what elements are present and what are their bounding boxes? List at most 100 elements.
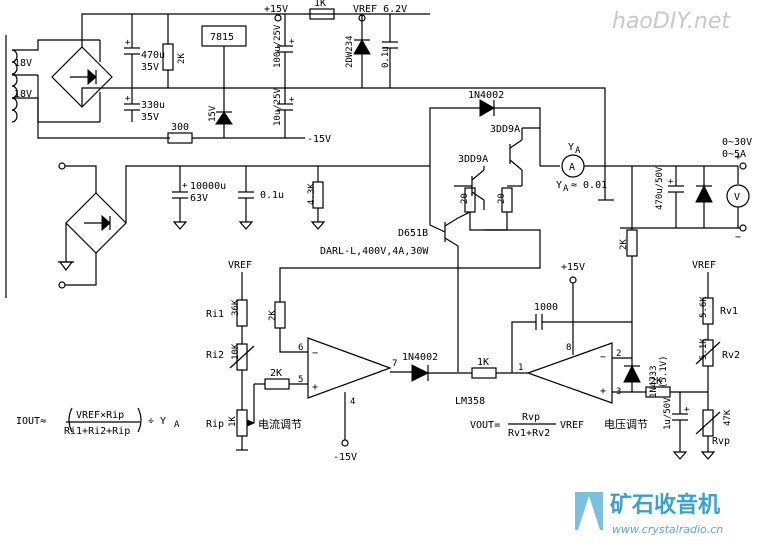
out-cap-470u: + 470u/50V <box>655 166 684 228</box>
svg-text:Rv2: Rv2 <box>722 350 740 361</box>
r-out-1k: 1K <box>471 357 497 379</box>
out-current-label: 0~5A <box>722 149 746 160</box>
svg-text:Y: Y <box>556 180 562 191</box>
svg-text:÷ Y: ÷ Y <box>148 416 166 427</box>
pos15-terminal: +15V <box>264 4 288 22</box>
bridge-rectifier-main <box>58 162 127 289</box>
svg-text:A: A <box>563 184 569 194</box>
svg-text:36K: 36K <box>231 299 241 316</box>
r3-1k: 1K <box>309 0 335 20</box>
rip-potentiometer[interactable]: Rip 1K 电流调节 <box>206 384 302 437</box>
vref-left: VREF <box>228 260 252 300</box>
c5-0.1u: 0.1u <box>381 14 398 88</box>
opamp-voltage: − + 1 8 2 3 <box>518 342 621 404</box>
sec1-label: 18V <box>14 58 32 69</box>
svg-text:+: + <box>289 37 295 47</box>
svg-text:Rvp: Rvp <box>712 436 730 447</box>
svg-text:2K: 2K <box>619 239 629 250</box>
neg15-terminal-left <box>341 439 349 447</box>
svg-text:8: 8 <box>566 343 571 353</box>
c-10000u: + 10000u 63V <box>172 166 226 230</box>
svg-text:470u: 470u <box>141 50 165 61</box>
formula-iout: IOUT≈ VREF×Rip Ri1+Ri2+Rip ÷ Y A <box>16 407 180 437</box>
svg-text:3DD9A: 3DD9A <box>458 154 488 165</box>
c2-330u: + 330u 35V <box>124 88 165 123</box>
rv1: Rv1 5.6K <box>699 296 738 325</box>
diode-1n4002-out: 1N4002 <box>402 352 438 382</box>
diode-1n4002-fb: 1N4002 <box>468 90 504 117</box>
svg-text:+: + <box>289 95 295 105</box>
svg-text:20: 20 <box>460 193 470 204</box>
svg-text:1: 1 <box>518 363 523 373</box>
transistor-q1: 3DD9A <box>458 154 488 201</box>
svg-text:A: A <box>174 420 180 430</box>
svg-text:Rvp: Rvp <box>522 412 540 423</box>
watermark-url: www.crystalradio.cn <box>612 523 723 536</box>
svg-text:+15V: +15V <box>264 4 288 15</box>
svg-text:≈ 0.01: ≈ 0.01 <box>571 180 607 191</box>
opamp-model: LM358 <box>455 396 485 407</box>
vref-terminal: VREF 6.2V <box>353 4 407 22</box>
svg-text:VOUT=: VOUT= <box>470 420 500 431</box>
svg-text:A: A <box>569 162 575 173</box>
svg-text:100u/25V: 100u/25V <box>273 24 283 68</box>
svg-text:0.1u: 0.1u <box>260 190 284 201</box>
zener-ref: 2DW234 <box>345 14 371 88</box>
ground-bridge <box>58 261 74 271</box>
svg-text:2: 2 <box>616 349 621 359</box>
svg-text:IOUT≈: IOUT≈ <box>16 416 46 427</box>
c-fb-1000: 1000 <box>534 302 558 330</box>
svg-text:470u/50V: 470u/50V <box>655 166 665 210</box>
svg-text:1K: 1K <box>477 357 489 368</box>
svg-text:−: − <box>312 348 318 359</box>
svg-text:+: + <box>668 177 674 187</box>
regulator-7815: 7815 <box>201 25 247 104</box>
out-minus-terminal <box>739 224 747 232</box>
svg-text:+: + <box>600 386 606 397</box>
svg-text:4: 4 <box>350 397 355 407</box>
svg-text:V: V <box>734 192 740 203</box>
svg-text:+15V: +15V <box>561 262 585 273</box>
ri1: Ri1 36K <box>206 299 248 327</box>
svg-text:1K: 1K <box>228 416 238 427</box>
watermark-logo-icon <box>575 492 603 530</box>
svg-text:+: + <box>684 405 690 415</box>
re2-20: 20 <box>497 187 513 213</box>
zener-1n4733: 1N4733 (5.1V) <box>623 320 669 398</box>
svg-text:3DD9A: 3DD9A <box>490 124 520 135</box>
out-diode <box>695 166 713 228</box>
rv2: Rv2 5.1K <box>695 338 740 367</box>
neg15-label: -15V <box>307 134 331 145</box>
ammeter: A Y A Y A ≈ 0.01 <box>556 142 607 194</box>
svg-text:5.1K: 5.1K <box>699 338 709 360</box>
svg-text:VREF: VREF <box>692 260 716 271</box>
out-voltage-label: 0~30V <box>722 137 752 148</box>
rvp-potentiometer[interactable]: Rvp 47K 电压调节 <box>604 409 733 447</box>
svg-text:电流调节: 电流调节 <box>258 417 302 431</box>
svg-text:+: + <box>125 94 131 104</box>
svg-text:−: − <box>600 352 606 363</box>
svg-text:2K: 2K <box>177 53 187 64</box>
svg-text:+: + <box>312 382 318 393</box>
svg-text:7: 7 <box>392 359 397 369</box>
svg-text:15V: 15V <box>208 105 218 122</box>
c4-10u: + 10u/25V <box>273 87 295 138</box>
svg-text:7815: 7815 <box>210 32 234 43</box>
svg-text:Y: Y <box>568 142 574 153</box>
svg-text:电压调节: 电压调节 <box>604 418 648 431</box>
re1-20: 20 <box>460 187 476 213</box>
transistor-q2: 3DD9A <box>490 124 540 171</box>
svg-text:300: 300 <box>171 122 189 133</box>
svg-text:330u: 330u <box>141 100 165 111</box>
svg-text:0.1u: 0.1u <box>381 46 391 68</box>
svg-text:20: 20 <box>497 193 507 204</box>
svg-text:1N4002: 1N4002 <box>468 90 504 101</box>
r-4.3k: 4.3K <box>307 166 326 230</box>
svg-text:VREF×Rip: VREF×Rip <box>76 410 124 421</box>
c1-470u: + 470u 35V <box>124 14 165 88</box>
transformer: 18V 18V <box>5 35 32 298</box>
zener-15v: 15V <box>208 104 233 138</box>
svg-text:2K: 2K <box>270 368 282 379</box>
c3-100u: + 100u/25V <box>273 14 295 88</box>
